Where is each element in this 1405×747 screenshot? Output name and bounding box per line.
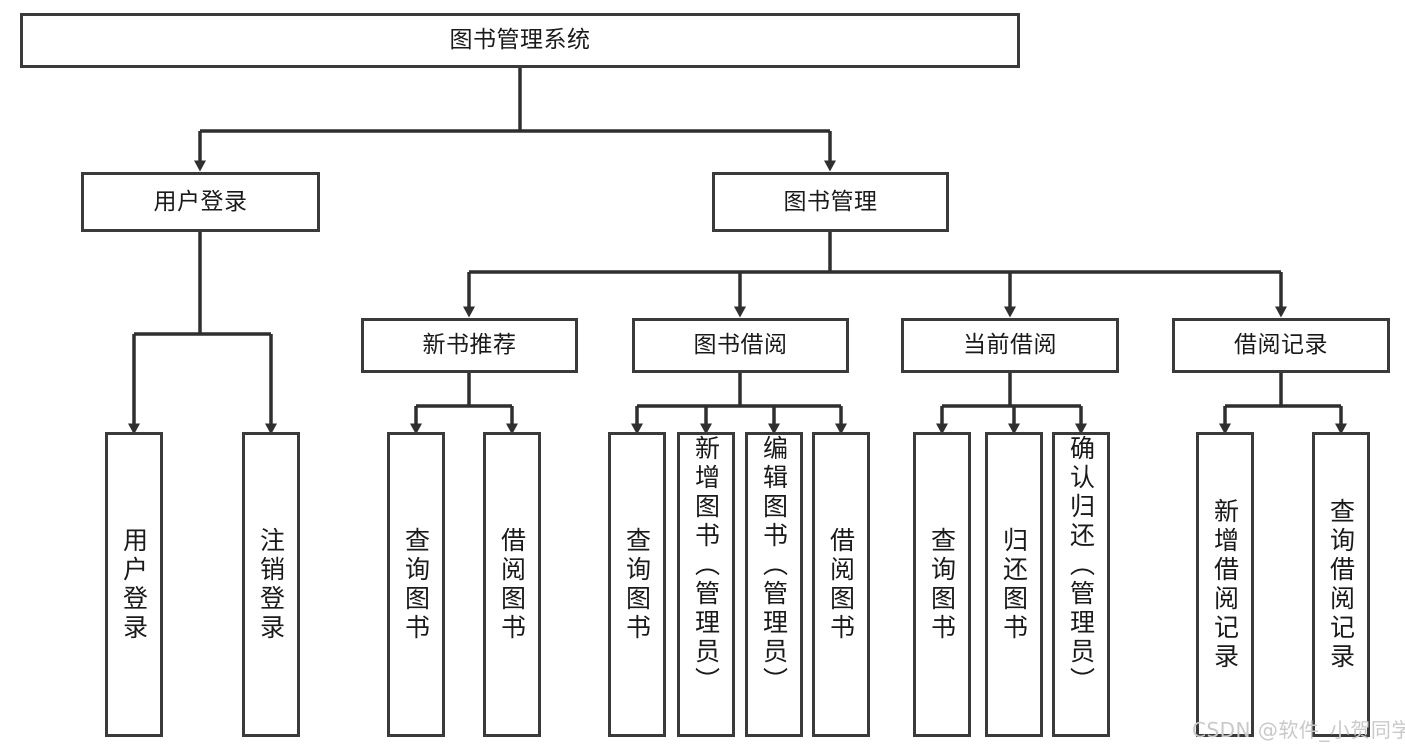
node-book-borrow[interactable]: 图书借阅 [632, 318, 849, 373]
node-label: 查询图书 [927, 526, 957, 643]
node-user-login[interactable]: 用户登录 [81, 172, 320, 232]
leaf-user-login-logout[interactable]: 注销登录 [242, 432, 300, 737]
node-label: 图书管理 [783, 188, 878, 215]
node-book-management[interactable]: 图书管理 [712, 172, 949, 232]
node-new-book-recommend[interactable]: 新书推荐 [361, 318, 578, 373]
node-label: 新增图书（管理员） [691, 435, 721, 696]
node-label: 查询借阅记录 [1326, 497, 1356, 672]
node-label: 注销登录 [256, 526, 286, 643]
node-label: 确认归还（管理员） [1066, 435, 1096, 696]
node-label: 查询图书 [401, 526, 431, 643]
node-label: 图书管理系统 [449, 27, 591, 53]
node-label: 查询图书 [622, 526, 652, 643]
node-current-borrow[interactable]: 当前借阅 [901, 318, 1119, 373]
leaf-book-borrow-edit-book-admin[interactable]: 编辑图书（管理员） [745, 432, 803, 737]
leaf-new-book-borrow-book[interactable]: 借阅图书 [483, 432, 541, 737]
node-root-book-management-system[interactable]: 图书管理系统 [20, 13, 1020, 68]
leaf-borrow-record-add-record[interactable]: 新增借阅记录 [1196, 432, 1254, 737]
node-borrow-record[interactable]: 借阅记录 [1172, 318, 1390, 373]
leaf-book-borrow-borrow-book[interactable]: 借阅图书 [812, 432, 870, 737]
node-label: 归还图书 [999, 526, 1029, 643]
leaf-current-borrow-confirm-return-admin[interactable]: 确认归还（管理员） [1052, 432, 1110, 737]
node-label: 图书借阅 [693, 332, 788, 358]
csdn-watermark: CSDN @软件_小贺同学 [1192, 718, 1405, 742]
node-label: 当前借阅 [963, 332, 1057, 358]
node-label: 新书推荐 [422, 332, 517, 358]
node-label: 借阅记录 [1234, 332, 1328, 358]
leaf-book-borrow-add-book-admin[interactable]: 新增图书（管理员） [677, 432, 735, 737]
leaf-current-borrow-query-book[interactable]: 查询图书 [913, 432, 971, 737]
node-label: 借阅图书 [497, 526, 527, 643]
node-label: 用户登录 [153, 188, 248, 215]
leaf-new-book-query-book[interactable]: 查询图书 [387, 432, 445, 737]
node-label: 借阅图书 [826, 526, 856, 643]
leaf-current-borrow-return-book[interactable]: 归还图书 [985, 432, 1043, 737]
node-label: 编辑图书（管理员） [759, 435, 789, 696]
leaf-user-login-login[interactable]: 用户登录 [105, 432, 163, 737]
leaf-borrow-record-query-record[interactable]: 查询借阅记录 [1312, 432, 1370, 737]
node-label: 用户登录 [119, 526, 149, 643]
leaf-book-borrow-query-book[interactable]: 查询图书 [608, 432, 666, 737]
node-label: 新增借阅记录 [1210, 497, 1240, 672]
